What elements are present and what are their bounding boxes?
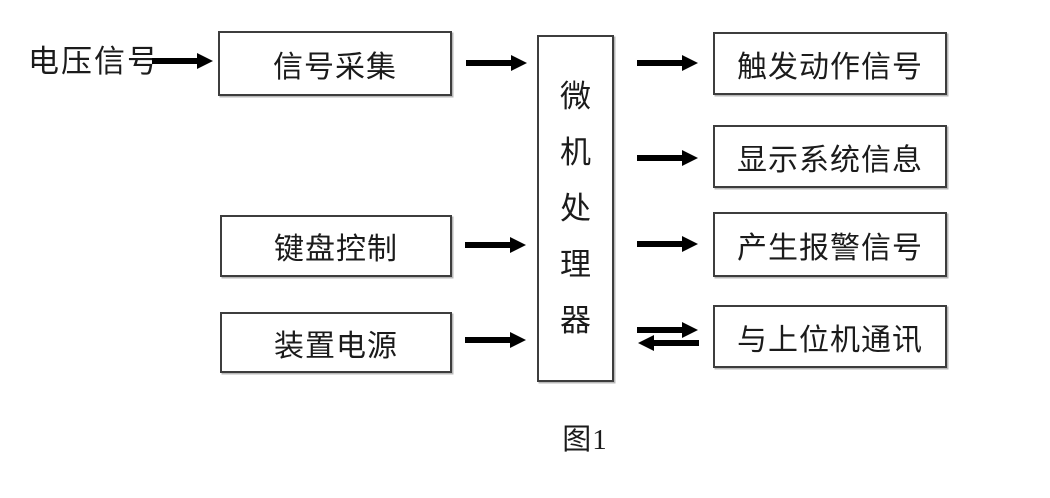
arrow-cpu-to-alarm-icon <box>637 236 698 252</box>
box-device-power: 装置电源 <box>220 312 452 373</box>
box-label: 键盘控制 <box>274 233 398 266</box>
arrow-host-to-cpu-icon <box>638 335 699 351</box>
box-label: 产生报警信号 <box>737 231 923 265</box>
box-label: 触发动作信号 <box>737 50 923 84</box>
box-label: 与上位机通讯 <box>737 323 923 357</box>
arrow-power-to-cpu-icon <box>465 332 526 348</box>
arrow-keyboard-to-cpu-icon <box>465 237 526 253</box>
box-label: 装置电源 <box>274 329 398 363</box>
box-keyboard-control: 键盘控制 <box>220 215 452 277</box>
box-label: 信号采集 <box>273 50 397 84</box>
box-alarm-signal: 产生报警信号 <box>713 212 947 277</box>
box-label: 显示系统信息 <box>737 143 923 177</box>
box-display-system-info: 显示系统信息 <box>713 125 947 188</box>
arrow-acquisition-to-cpu-icon <box>466 55 527 71</box>
arrow-cpu-to-trigger-icon <box>637 55 698 71</box>
box-signal-acquisition: 信号采集 <box>218 31 452 96</box>
figure-caption: 图1 <box>562 424 608 456</box>
box-trigger-action-signal: 触发动作信号 <box>713 32 947 95</box>
arrow-input-to-acquisition-icon <box>152 53 213 69</box>
arrow-cpu-to-display-icon <box>637 150 698 166</box>
box-host-communication: 与上位机通讯 <box>713 305 947 368</box>
box-microprocessor: 微机处理器 <box>537 35 614 382</box>
box-label: 微机处理器 <box>560 78 591 338</box>
voltage-signal-label: 电压信号 <box>28 44 160 79</box>
